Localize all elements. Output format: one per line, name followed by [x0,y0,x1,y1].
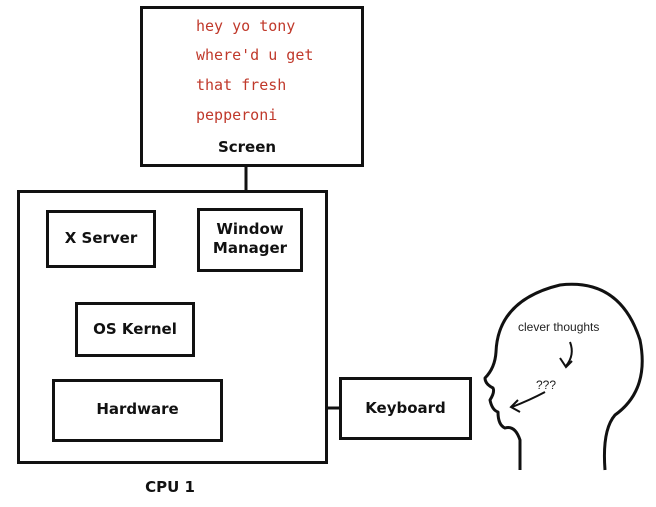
hardware-label: Hardware [96,400,179,418]
thought-arrow [565,341,573,367]
clever-thoughts-label: clever thoughts [518,320,600,334]
mouth-arrow-head [509,399,521,413]
hardware-box [52,379,223,442]
keyboard-label: Keyboard [365,399,446,417]
screen-message-line: pepperoni [196,106,278,124]
keyboard-box [339,377,472,440]
screen-message-line: where'd u get [196,46,314,64]
screen-message-line: that fresh [196,76,287,94]
mouth-arrow [511,391,546,408]
screen-label: Screen [217,138,277,156]
screen-message-line: hey yo tony [196,17,296,35]
confusion-label: ??? [536,378,557,392]
x-server-label: X Server [64,229,138,247]
cpu-label: CPU 1 [145,478,195,496]
screen-box [140,6,364,167]
window-manager-box [197,208,303,272]
head-silhouette [483,282,644,471]
window-manager-label-line: Window [216,220,284,238]
window-manager-label-line: Manager [212,239,288,257]
thought-arrow-head [559,357,573,369]
os-kernel-label: OS Kernel [93,320,177,338]
x-server-box [46,210,156,268]
os-kernel-box [75,302,195,357]
